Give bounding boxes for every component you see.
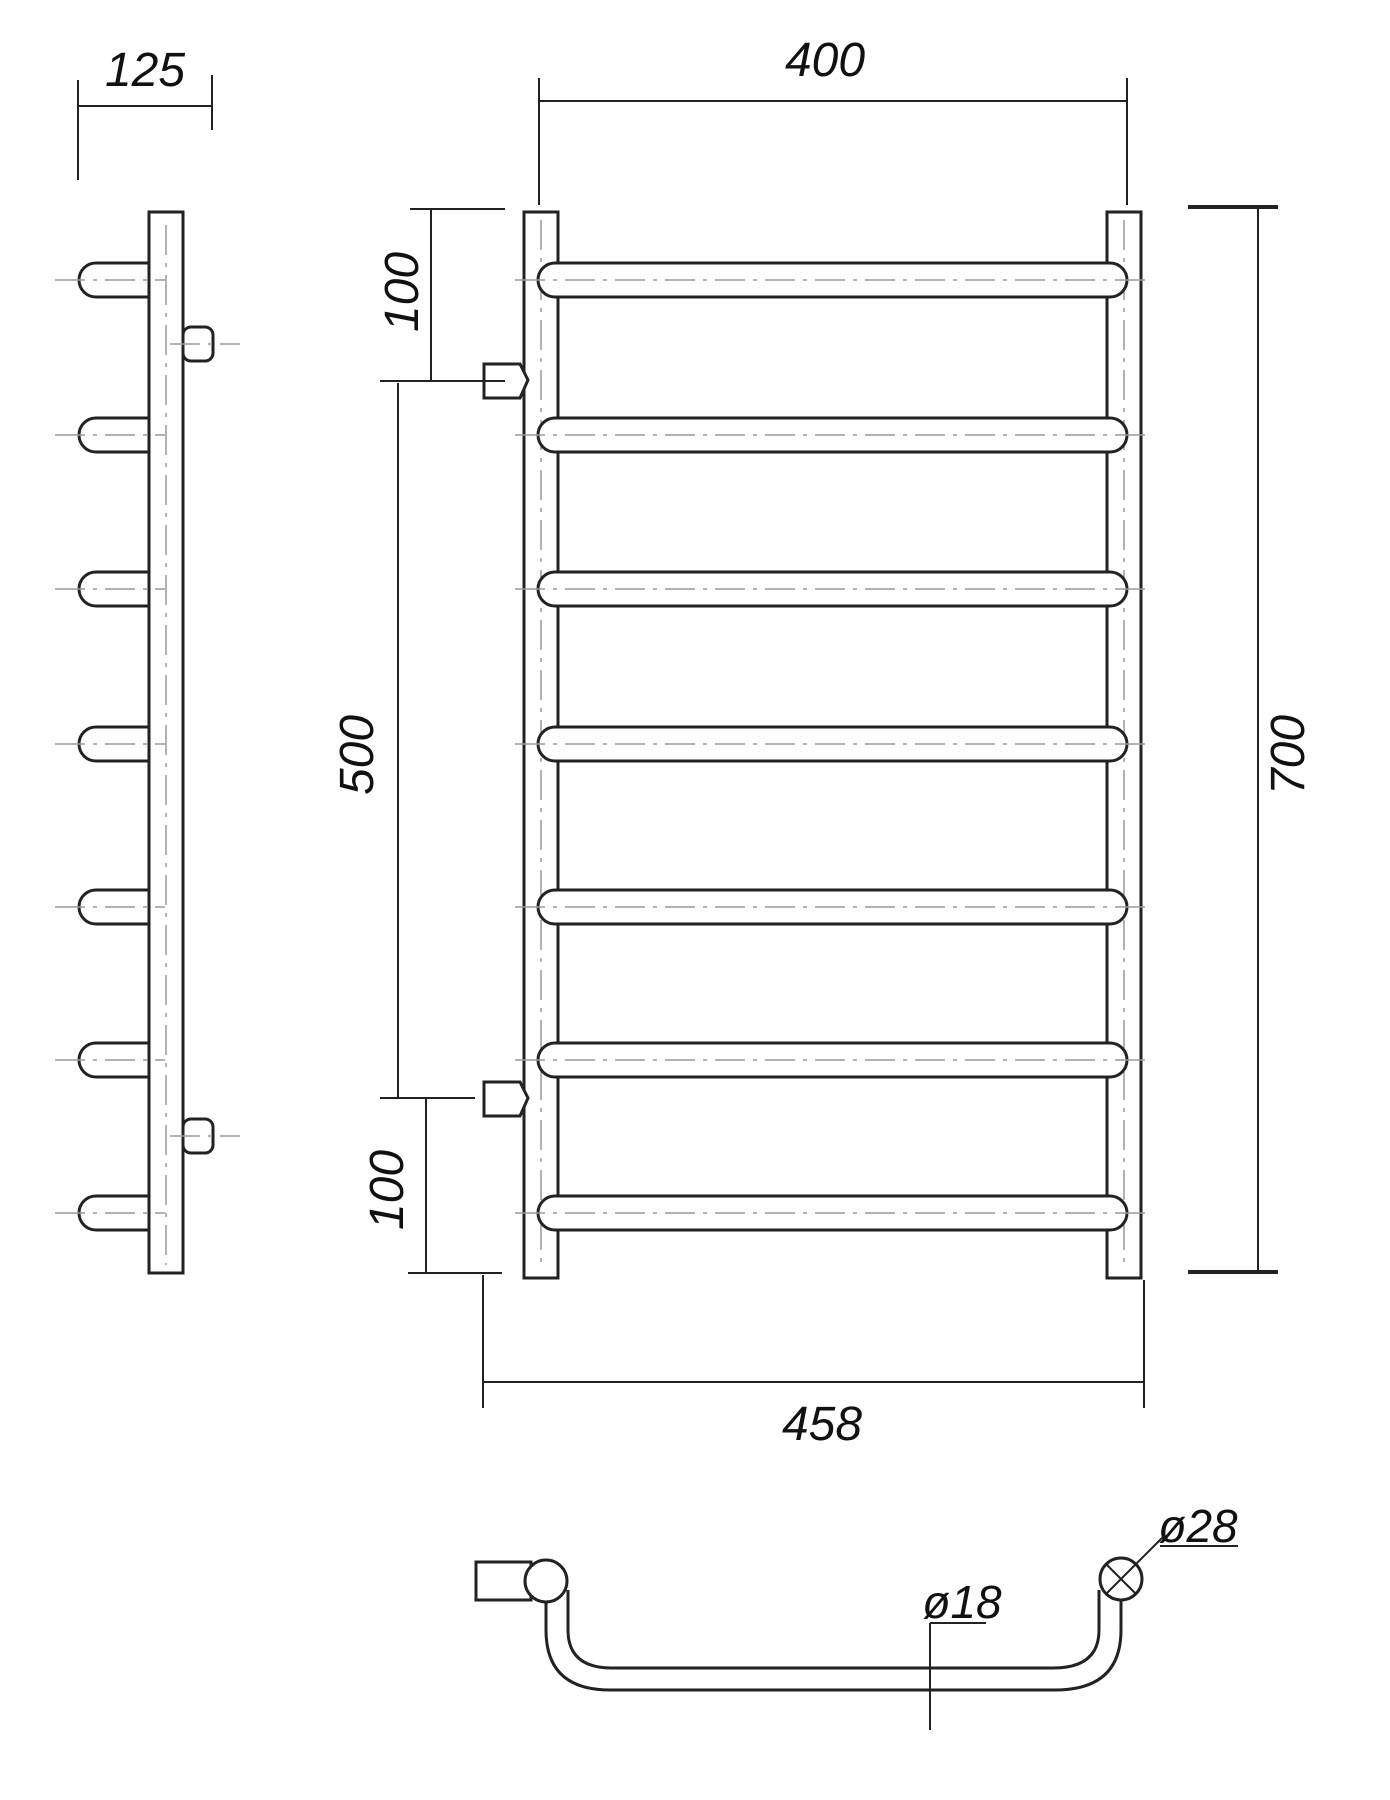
rail-diameter-label: ø28	[1158, 1500, 1238, 1552]
connector-stub	[474, 1560, 533, 1602]
top-offset-label: 100	[376, 252, 429, 332]
depth-label: 125	[105, 44, 185, 97]
connection-spacing-label: 500	[331, 715, 384, 795]
side-view: 125	[55, 44, 240, 1275]
top-connector	[482, 362, 530, 400]
bottom-offset-label: 100	[361, 1150, 414, 1230]
left-rail-section	[523, 1558, 569, 1604]
top-view: ø28 ø18	[474, 1500, 1238, 1730]
overall-width-label: 458	[782, 1398, 862, 1451]
height-label: 700	[1262, 715, 1315, 795]
bar-diameter-label: ø18	[922, 1576, 1002, 1628]
front-view: 400 700 100 500 100 458	[331, 34, 1315, 1451]
width-label: 400	[785, 34, 865, 87]
bottom-connector	[482, 1080, 530, 1118]
